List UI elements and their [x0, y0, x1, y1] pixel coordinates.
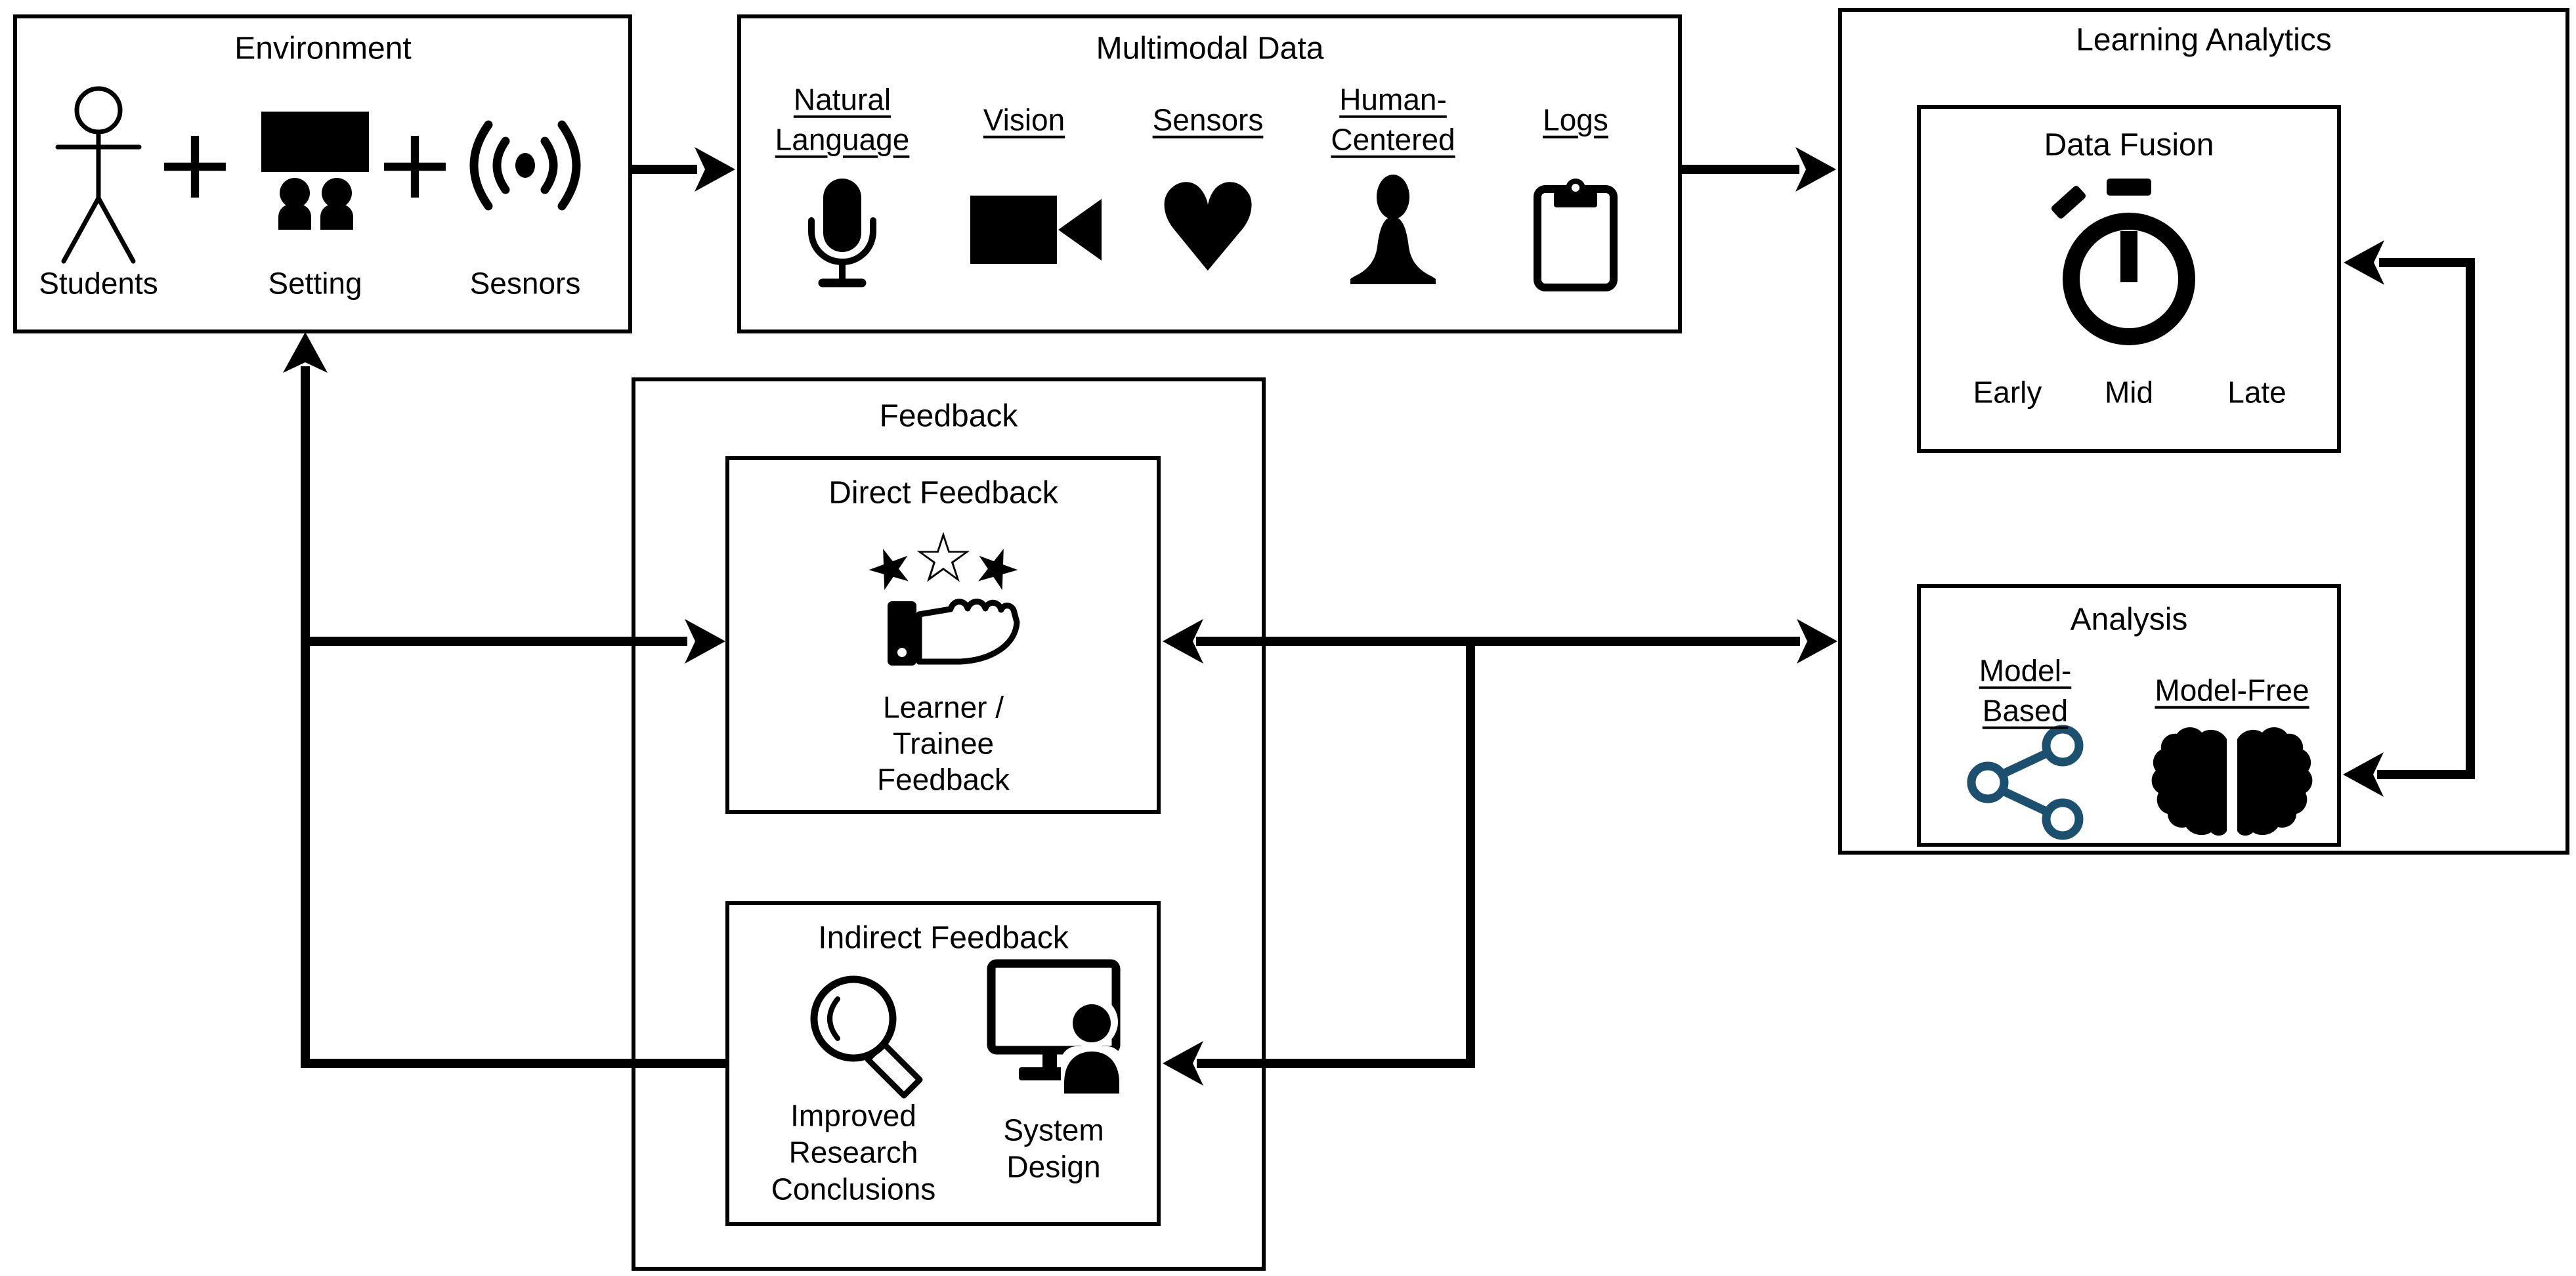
modality-vision-label: Vision [983, 102, 1065, 137]
arrowhead-right-icon [1795, 147, 1836, 192]
system-design-caption-line2: Design [1006, 1149, 1101, 1184]
arrow-multimodal-to-analytics [1682, 147, 1836, 192]
plus-icon: + [154, 107, 236, 221]
learning-analytics-box [1838, 8, 2569, 855]
multimodal-data-title: Multimodal Data [1096, 31, 1324, 66]
sensors-label: Sesnors [469, 266, 581, 301]
modality-logs-label: Logs [1543, 102, 1608, 137]
feedback-title: Feedback [879, 398, 1018, 434]
environment-box [13, 14, 632, 333]
modality-human-centered-label-line1: Human- [1339, 82, 1447, 117]
data-fusion-title: Data Fusion [2044, 127, 2214, 163]
modality-natural-language-label-line1: Natural [793, 82, 891, 117]
model-free-label: Model-Free [2155, 673, 2309, 708]
heart-icon: ♥ [1153, 158, 1262, 299]
direct-feedback-box [725, 456, 1161, 814]
data-fusion-box [1917, 105, 2341, 453]
model-based-label-line2: Based [1982, 693, 2069, 728]
fusion-stage-mid-label: Mid [2104, 375, 2154, 410]
modality-sensors-label: Sensors [1152, 102, 1264, 137]
direct-feedback-title: Direct Feedback [828, 475, 1058, 511]
research-caption-line3: Conclusions [771, 1172, 936, 1206]
analysis-title: Analysis [2070, 602, 2188, 637]
arrowhead-up-icon [283, 332, 328, 373]
indirect-feedback-box [725, 901, 1161, 1226]
direct-feedback-caption-line3: Feedback [876, 762, 1010, 797]
analysis-box [1917, 584, 2341, 847]
setting-label: Setting [268, 266, 362, 301]
multimodal-data-box [737, 14, 1682, 333]
direct-feedback-caption-line2: Trainee [892, 726, 995, 761]
plus-icon: + [374, 107, 456, 221]
modality-natural-language-label-line2: Language [775, 122, 910, 157]
research-caption-line2: Research [788, 1135, 918, 1170]
fusion-stage-late-label: Late [2227, 375, 2286, 410]
arrow-environment-to-multimodal [632, 147, 735, 192]
arrowhead-right-icon [695, 147, 735, 192]
arrowhead-right-icon [1797, 619, 1837, 664]
students-label: Students [39, 266, 158, 301]
star-outline-icon: ☆ [912, 518, 975, 598]
learning-analytics-title: Learning Analytics [2076, 22, 2332, 58]
system-design-caption-line1: System [1003, 1113, 1104, 1147]
modality-human-centered-label-line2: Centered [1331, 122, 1455, 157]
indirect-feedback-title: Indirect Feedback [818, 920, 1069, 956]
research-caption-line1: Improved [790, 1098, 916, 1133]
fusion-stage-early-label: Early [1973, 375, 2042, 410]
direct-feedback-caption-line1: Learner / [882, 690, 1004, 725]
environment-title: Environment [234, 31, 412, 66]
model-based-label-line1: Model- [1979, 653, 2072, 688]
